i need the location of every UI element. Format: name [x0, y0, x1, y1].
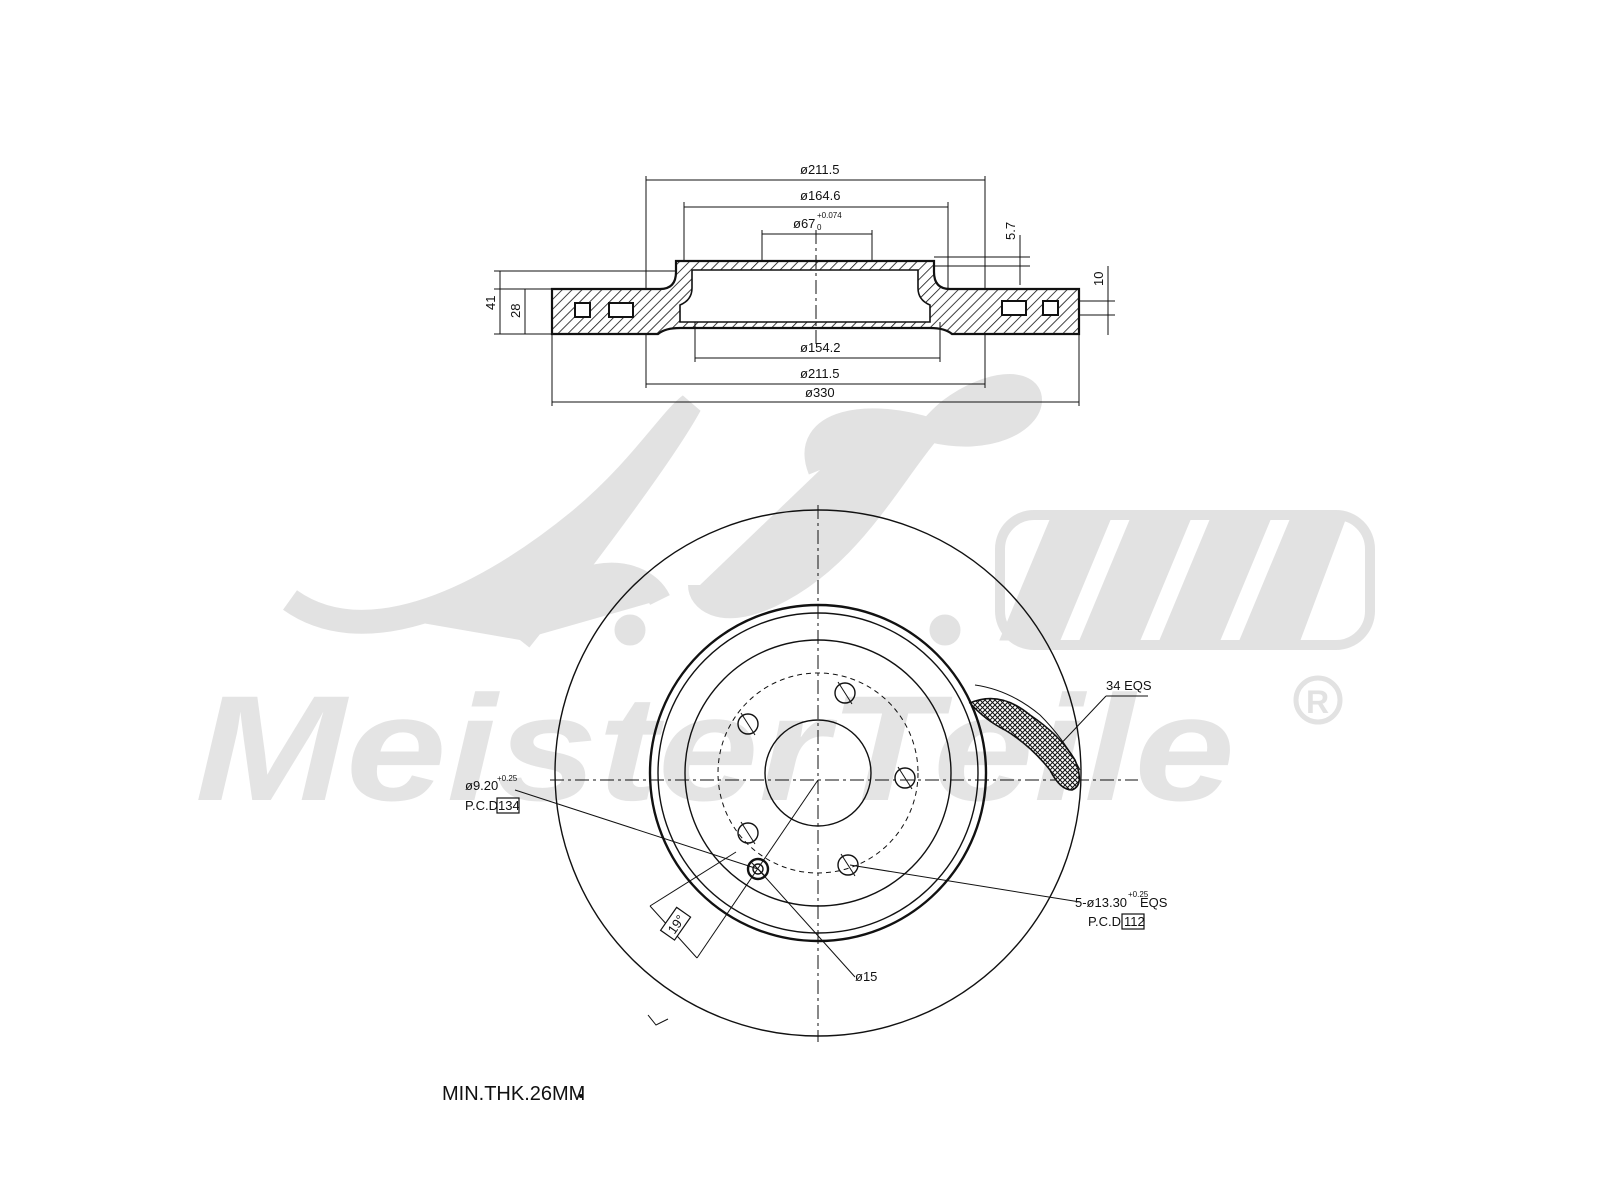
bolt-hole	[837, 854, 859, 876]
section-view: ø211.5 ø164.6 ø67 +0.074 0 5.7 41 28 10	[483, 162, 1115, 406]
pin-hole-pcd-value: 134	[498, 798, 520, 813]
dim-label-10: 10	[1091, 272, 1106, 286]
front-view: 19° 34 EQS ø9.20 +0.25 P.C.D 134 5-ø13.3…	[465, 505, 1168, 1042]
dim-label-28: 28	[508, 304, 523, 318]
leader-d15	[757, 868, 856, 978]
leader-vent	[1054, 695, 1107, 751]
vent-cutaway	[968, 697, 1081, 791]
dim-label-d67: ø67	[793, 216, 815, 231]
watermark-stripes-graphic	[995, 510, 1375, 650]
bolt-hole-mark	[897, 766, 913, 790]
hub-bore-cutout	[679, 269, 931, 323]
bolt-holes-label: 5-ø13.30	[1075, 895, 1127, 910]
vent-channel	[1001, 300, 1027, 316]
vent-cutaway-outline	[974, 684, 1081, 771]
min-thickness-note: MIN.THK.26MM	[442, 1083, 585, 1105]
dim-tol-d67-lower: 0	[817, 223, 822, 232]
bolt-hole	[894, 767, 916, 789]
bolt-hole-mark	[740, 712, 756, 736]
bolt-hole-mark	[840, 853, 856, 877]
note-dot	[579, 1094, 583, 1098]
watermark-monogram-graphic	[283, 374, 1043, 648]
hole-dia-label: ø15	[855, 969, 877, 984]
dim-label-d211-bottom: ø211.5	[800, 366, 840, 381]
bolt-holes-tol: +0.25	[1128, 890, 1149, 899]
dim-label-d164: ø164.6	[800, 188, 840, 203]
dim-label-d211-top: ø211.5	[800, 162, 840, 177]
angle-construction-line	[649, 851, 737, 907]
bolt-hole	[737, 713, 759, 735]
bolt-hole	[834, 682, 856, 704]
bolt-holes-pcd-box	[1121, 913, 1145, 930]
pin-hole-pcd-box	[496, 797, 520, 814]
dim-label-5-7: 5.7	[1003, 222, 1018, 240]
pin-hole-label: ø9.20	[465, 778, 498, 793]
surface-mark	[647, 1014, 669, 1026]
bolt-holes-pcd-label: P.C.D	[1088, 914, 1121, 929]
dim-label-d330: ø330	[805, 385, 835, 400]
vent-channel	[1042, 300, 1059, 316]
dim-tol-d67-upper: +0.074	[817, 211, 842, 220]
pin-hole-outer	[746, 857, 770, 881]
registered-mark: R	[1306, 684, 1329, 720]
leader-pin-hole	[514, 789, 759, 870]
vent-channel	[608, 302, 634, 318]
bolt-holes-pcd-value: 112	[1124, 914, 1145, 929]
angle-label-box: 19°	[659, 906, 692, 941]
dim-label-d154: ø154.2	[800, 340, 840, 355]
pin-hole-tol: +0.25	[497, 774, 518, 783]
dim-label-41: 41	[483, 296, 498, 310]
bolt-hole-group	[737, 681, 916, 877]
bolt-hole	[737, 822, 759, 844]
bolt-hole-mark	[740, 821, 756, 845]
watermark: MeisterTeile R	[195, 374, 1375, 832]
registered-mark-circle	[1293, 675, 1343, 725]
leader-bolt-holes	[849, 864, 1081, 903]
vent-channel	[574, 302, 591, 318]
pin-hole-pcd-label: P.C.D	[465, 798, 498, 813]
pin-hole-inner	[752, 863, 764, 875]
bolt-holes-suffix: EQS	[1140, 895, 1168, 910]
bolt-hole-mark	[837, 681, 853, 705]
vent-note: 34 EQS	[1106, 678, 1152, 693]
